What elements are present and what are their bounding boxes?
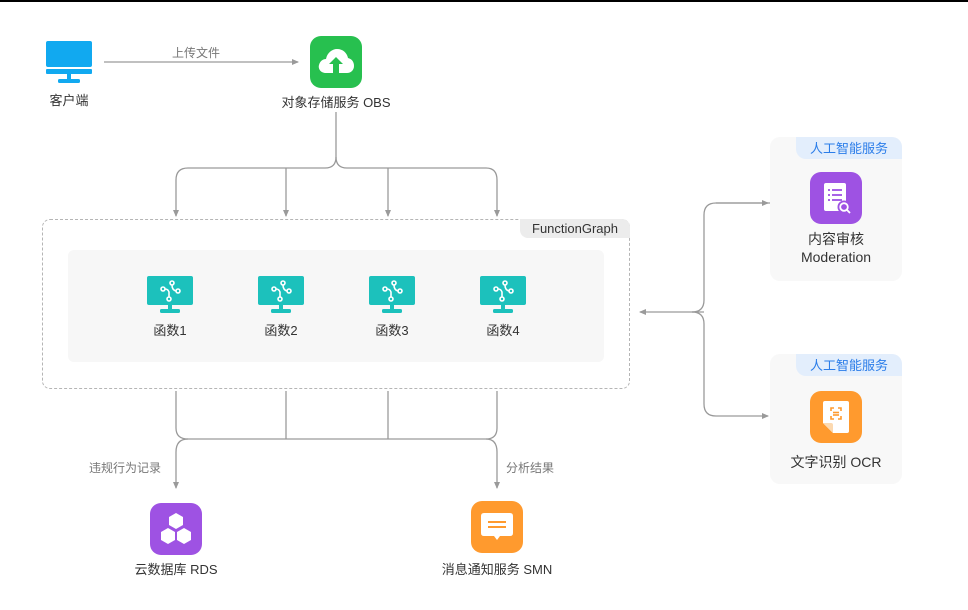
obs-node[interactable]: 对象存储服务 OBS — [266, 36, 406, 112]
moderation-label-cn: 内容审核 — [808, 231, 864, 247]
upload-edge-label: 上传文件 — [172, 46, 221, 60]
rds-node[interactable]: 云数据库 RDS — [116, 503, 236, 579]
ai-service-card-moderation[interactable]: 人工智能服务 内容审核 Moderation — [770, 137, 902, 281]
smn-edge-label: 分析结果 — [506, 461, 555, 475]
function-label: 函数2 — [264, 323, 298, 338]
smn-node[interactable]: 消息通知服务 SMN — [427, 501, 567, 579]
rds-label: 云数据库 RDS — [134, 562, 218, 577]
client-node[interactable]: 客户端 — [34, 40, 104, 110]
smn-icon-tile — [471, 501, 523, 553]
edge-to-smn — [485, 438, 500, 489]
functions-panel — [68, 250, 604, 362]
smn-label: 消息通知服务 SMN — [441, 562, 553, 577]
obs-label: 对象存储服务 OBS — [281, 95, 391, 110]
rds-icon-tile — [150, 503, 202, 555]
message-icon — [481, 513, 513, 540]
function-monitor-icon — [258, 276, 304, 313]
edge-functions-fanin — [175, 391, 498, 440]
function-label: 函数3 — [375, 323, 409, 338]
obs-icon-tile — [310, 36, 362, 88]
functiongraph-title: FunctionGraph — [520, 219, 630, 238]
hexagon-cluster-icon — [161, 513, 191, 544]
monitor-icon — [46, 41, 92, 83]
document-scan-icon — [823, 401, 849, 433]
function-label: 函数4 — [486, 323, 520, 338]
edge-obs-fanout — [173, 112, 337, 217]
function-monitor-icon — [480, 276, 526, 313]
document-search-icon — [824, 183, 851, 214]
function-monitor-icon — [369, 276, 415, 313]
ai-service-card-ocr[interactable]: 人工智能服务 文字识别 OCR — [770, 354, 902, 484]
function-monitor-icon — [147, 276, 193, 313]
function-label: 函数1 — [153, 323, 187, 338]
client-label: 客户端 — [49, 93, 89, 108]
function-node-4[interactable]: 函数4 — [468, 276, 538, 340]
top-border — [0, 0, 968, 2]
ocr-label: 文字识别 OCR — [790, 454, 882, 470]
ocr-icon-tile — [810, 391, 862, 443]
edge-to-rds — [173, 438, 189, 489]
rds-edge-label: 违规行为记录 — [89, 461, 162, 475]
ai-service-tag: 人工智能服务 — [795, 354, 902, 376]
moderation-label-en: Moderation — [800, 249, 872, 265]
function-node-3[interactable]: 函数3 — [357, 276, 427, 340]
function-node-1[interactable]: 函数1 — [135, 276, 205, 340]
ai-service-tag: 人工智能服务 — [795, 137, 902, 159]
function-node-2[interactable]: 函数2 — [246, 276, 316, 340]
cloud-upload-icon — [318, 49, 354, 73]
functiongraph-container: FunctionGraph — [42, 219, 630, 389]
moderation-icon-tile — [810, 172, 862, 224]
